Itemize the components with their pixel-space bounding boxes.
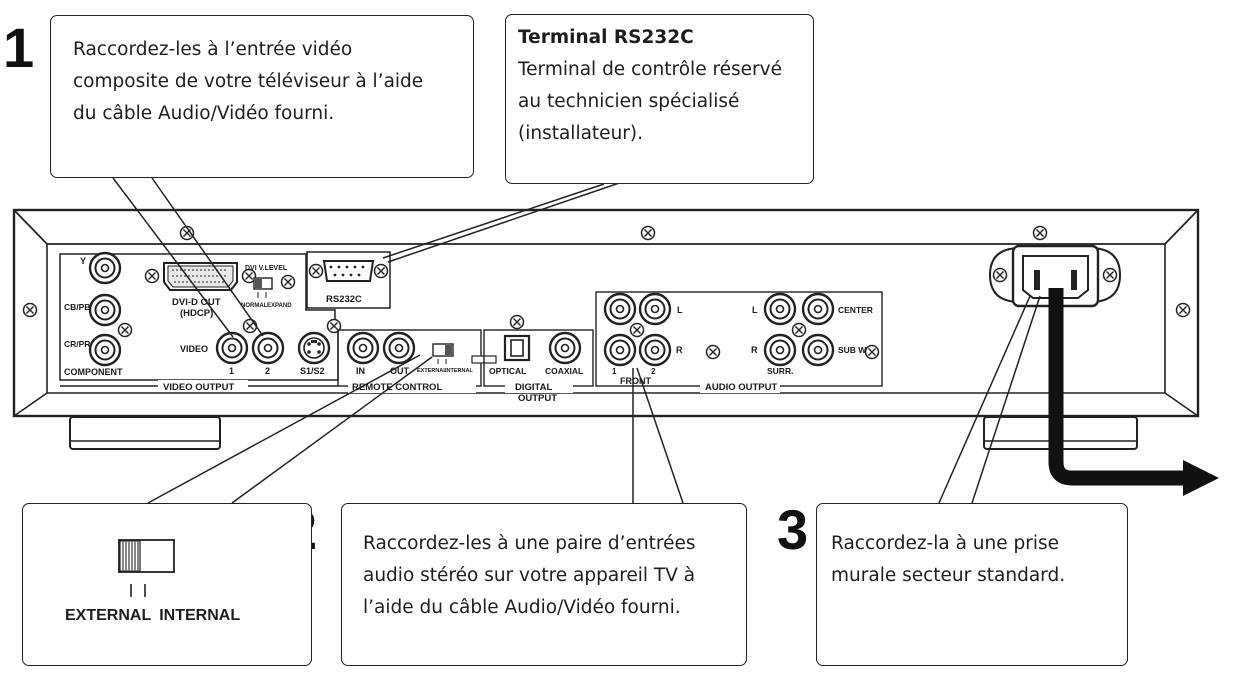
component-jacks: Y CB/PB CR/PR COMPONENT: [64, 251, 133, 377]
step-1-line: Raccordez-les à l’entrée vidéo: [73, 39, 353, 60]
switch-external-label: EXTERNAL: [65, 607, 152, 624]
chassis-screw: [1032, 225, 1048, 241]
surr-r-label: R: [751, 345, 758, 355]
component-cb-label: CB/PB: [64, 302, 90, 312]
component-y-label: Y: [80, 256, 86, 266]
video-output-jacks: VIDEO 1 2: [180, 318, 285, 376]
switch-internal-label: INTERNAL: [159, 607, 241, 624]
rs232c-callout-line: Terminal de contrôle réservé: [518, 59, 782, 80]
step-1-line: composite de votre téléviseur à l’aide: [73, 71, 424, 92]
chassis-screw: [1175, 302, 1191, 318]
step-2-line: l’aide du câble Audio/Vidéo fourni.: [363, 597, 681, 618]
remote-external-label: EXTERNAL: [417, 368, 447, 374]
front-l-label: L: [677, 305, 683, 315]
front-label: FRONT: [620, 376, 651, 386]
step-3-line: murale secteur standard.: [831, 565, 1066, 586]
remote-switch-detail-callout: EXTERNAL INTERNAL: [22, 503, 312, 666]
front-r-label: R: [676, 345, 683, 355]
surr-l-label: L: [752, 305, 758, 315]
component-cr-label: CR/PR: [64, 339, 90, 349]
digital-label: DIGITAL: [515, 382, 552, 393]
rs232c-callout-line: (installateur).: [518, 123, 643, 144]
expand-label: EXPAND: [267, 303, 292, 309]
video-label: VIDEO: [180, 344, 208, 354]
callout-leader-lines: [112, 177, 1041, 504]
audio-output-section: L R 1 2 FRONT L R CENTER SUB W. SURR. AU…: [595, 291, 883, 393]
component-label: COMPONENT: [64, 367, 123, 377]
remote-switch-detail-drawing: [118, 539, 175, 597]
rs232c-callout-line: au technicien spécialisé: [518, 91, 740, 112]
step-2-line: audio stéréo sur votre appareil TV à: [363, 565, 696, 586]
subw-label: SUB W.: [838, 345, 868, 355]
player-foot-left: [69, 416, 221, 450]
remote-control-label: REMOTE CONTROL: [352, 382, 442, 393]
chassis-screw: [640, 225, 656, 241]
dvi-level-switch: DVI V.LEVEL NORMAL EXPAND: [241, 265, 296, 309]
s-video-jack: S1/S2: [297, 318, 342, 376]
front-1-label: 1: [612, 367, 617, 376]
digital-output-section: OPTICAL COAXIAL DIGITAL OUTPUT: [483, 314, 594, 404]
step-3-number: 3: [777, 498, 809, 561]
dvi-out-label: DVI-D OUT: [172, 297, 221, 308]
audio-output-label: AUDIO OUTPUT: [705, 382, 778, 393]
switch-labels: EXTERNAL INTERNAL: [65, 607, 248, 625]
step-2-line: Raccordez-les à une paire d’entrées: [363, 533, 696, 554]
rs232c-connector: RS232C: [306, 251, 391, 309]
optical-label: OPTICAL: [489, 366, 526, 376]
step-1-callout: Raccordez-les à l’entrée vidéo composite…: [50, 15, 474, 178]
step-3-callout: Raccordez-la à une prise murale secteur …: [816, 503, 1128, 666]
hdcp-label: (HDCP): [180, 308, 213, 319]
step-2-callout: Raccordez-les à une paire d’entrées audi…: [341, 503, 747, 666]
rs232c-label: RS232C: [326, 294, 362, 305]
video-1-label: 1: [229, 366, 234, 376]
step-1-number: 1: [3, 16, 35, 79]
rs232c-callout-title: Terminal RS232C: [518, 27, 694, 48]
step-3-line: Raccordez-la à une prise: [831, 533, 1060, 554]
arrow-icon: [1183, 460, 1219, 496]
video-output-label: VIDEO OUTPUT: [163, 382, 234, 393]
surr-label: SURR.: [767, 366, 793, 376]
step-1-line: du câble Audio/Vidéo fourni.: [73, 103, 335, 124]
front-2-label: 2: [651, 367, 656, 376]
output-label: OUTPUT: [518, 393, 557, 404]
s1s2-label: S1/S2: [300, 366, 325, 376]
remote-internal-label: INTERNAL: [445, 368, 473, 374]
rs232c-callout: Terminal RS232C Terminal de contrôle rés…: [505, 14, 814, 184]
dvi-level-label: DVI V.LEVEL: [245, 265, 288, 272]
normal-label: NORMAL: [241, 303, 268, 309]
remote-in-label: IN: [356, 366, 365, 376]
chassis-screw: [22, 302, 38, 318]
center-label: CENTER: [838, 305, 873, 315]
coaxial-label: COAXIAL: [545, 366, 583, 376]
remote-out-label: OUT: [390, 366, 410, 376]
power-cord: [1048, 288, 1219, 496]
ac-power-inlet: [988, 244, 1122, 308]
video-2-label: 2: [265, 366, 270, 376]
